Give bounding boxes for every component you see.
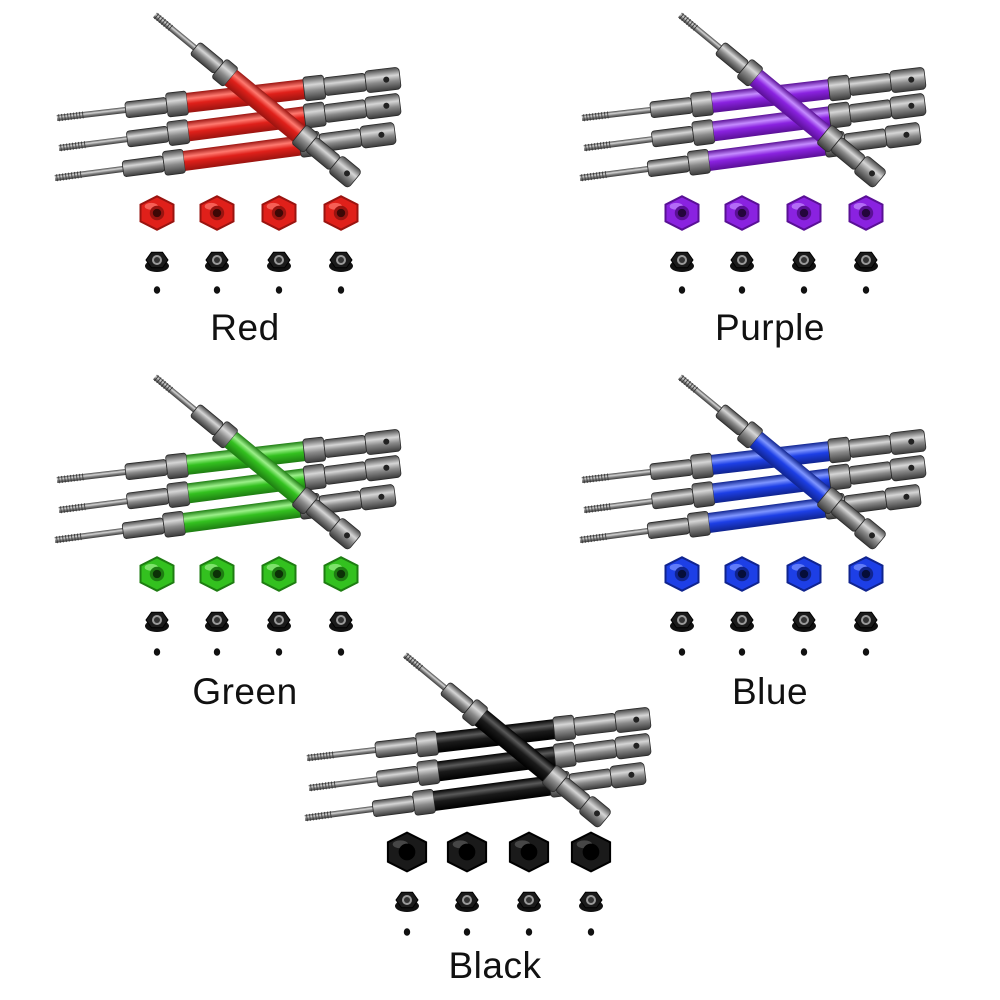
lock-nut-3 — [517, 891, 541, 912]
hex-hub-2 — [199, 195, 235, 231]
variant-green: Green — [54, 362, 435, 722]
driveshaft-2 — [58, 455, 402, 514]
driveshaft-4 — [678, 374, 886, 550]
hex-hub-4 — [848, 195, 884, 231]
hex-hub-1 — [139, 195, 175, 231]
lock-nut-1 — [395, 891, 419, 912]
hex-hub-3 — [508, 831, 550, 873]
lock-nut-3 — [792, 251, 816, 272]
lock-nut-1 — [670, 611, 694, 632]
lock-nut-4 — [854, 251, 878, 272]
variant-label-black: Black — [448, 945, 542, 986]
driveshaft-2 — [58, 93, 402, 152]
hex-hub-3 — [786, 556, 822, 592]
hex-hub-2 — [724, 195, 760, 231]
lock-nut-1 — [145, 611, 169, 632]
driveshaft-4 — [678, 12, 886, 188]
lock-nut-4 — [579, 891, 603, 912]
variant-label-green: Green — [192, 671, 298, 712]
hex-hub-4 — [323, 195, 359, 231]
set-screw-2 — [738, 648, 746, 656]
set-screw-4 — [337, 648, 345, 656]
driveshaft-1 — [56, 67, 402, 122]
driveshaft-4 — [153, 374, 361, 550]
hex-hub-3 — [786, 195, 822, 231]
set-screw-2 — [738, 286, 746, 294]
set-screw-3 — [275, 286, 283, 294]
lock-nut-2 — [730, 251, 754, 272]
hex-hub-2 — [199, 556, 235, 592]
lock-nut-2 — [455, 891, 479, 912]
lock-nut-4 — [329, 611, 353, 632]
hex-hub-4 — [570, 831, 612, 873]
variant-label-red: Red — [210, 307, 280, 348]
set-screw-2 — [213, 648, 221, 656]
product-photo-purple — [579, 12, 927, 294]
hex-hub-1 — [664, 556, 700, 592]
driveshaft-4 — [153, 12, 361, 188]
hex-hub-4 — [323, 556, 359, 592]
lock-nut-4 — [854, 611, 878, 632]
variant-red: Red — [54, 0, 435, 360]
set-screw-1 — [153, 648, 161, 656]
lock-nut-2 — [205, 611, 229, 632]
set-screw-3 — [275, 648, 283, 656]
hex-hub-1 — [386, 831, 428, 873]
lock-nut-3 — [267, 251, 291, 272]
product-photo-red — [54, 12, 402, 294]
set-screw-1 — [153, 286, 161, 294]
set-screw-4 — [587, 928, 595, 936]
lock-nut-4 — [329, 251, 353, 272]
hex-hub-2 — [446, 831, 488, 873]
set-screw-3 — [525, 928, 533, 936]
set-screw-4 — [337, 286, 345, 294]
variant-label-blue: Blue — [731, 671, 809, 712]
driveshaft-1 — [56, 429, 402, 484]
hex-hub-1 — [139, 556, 175, 592]
set-screw-1 — [678, 648, 686, 656]
hex-hub-1 — [664, 195, 700, 231]
variant-blue: Blue — [579, 362, 960, 722]
lock-nut-1 — [145, 251, 169, 272]
driveshaft-4 — [403, 652, 611, 828]
hex-hub-4 — [848, 556, 884, 592]
hex-hub-2 — [724, 556, 760, 592]
lock-nut-1 — [670, 251, 694, 272]
set-screw-2 — [463, 928, 471, 936]
set-screw-4 — [862, 648, 870, 656]
set-screw-1 — [678, 286, 686, 294]
set-screw-2 — [213, 286, 221, 294]
hex-hub-3 — [261, 556, 297, 592]
product-photo-black — [304, 652, 652, 936]
lock-nut-3 — [792, 611, 816, 632]
set-screw-4 — [862, 286, 870, 294]
variant-purple: Purple — [579, 0, 960, 360]
driveshaft-1 — [581, 429, 927, 484]
variant-label-purple: Purple — [715, 307, 825, 348]
set-screw-1 — [403, 928, 411, 936]
variant-black: Black — [304, 640, 685, 1000]
lock-nut-3 — [267, 611, 291, 632]
lock-nut-2 — [205, 251, 229, 272]
product-photo-blue — [579, 374, 927, 656]
set-screw-3 — [800, 648, 808, 656]
product-photo-green — [54, 374, 402, 656]
set-screw-3 — [800, 286, 808, 294]
hex-hub-3 — [261, 195, 297, 231]
lock-nut-2 — [730, 611, 754, 632]
